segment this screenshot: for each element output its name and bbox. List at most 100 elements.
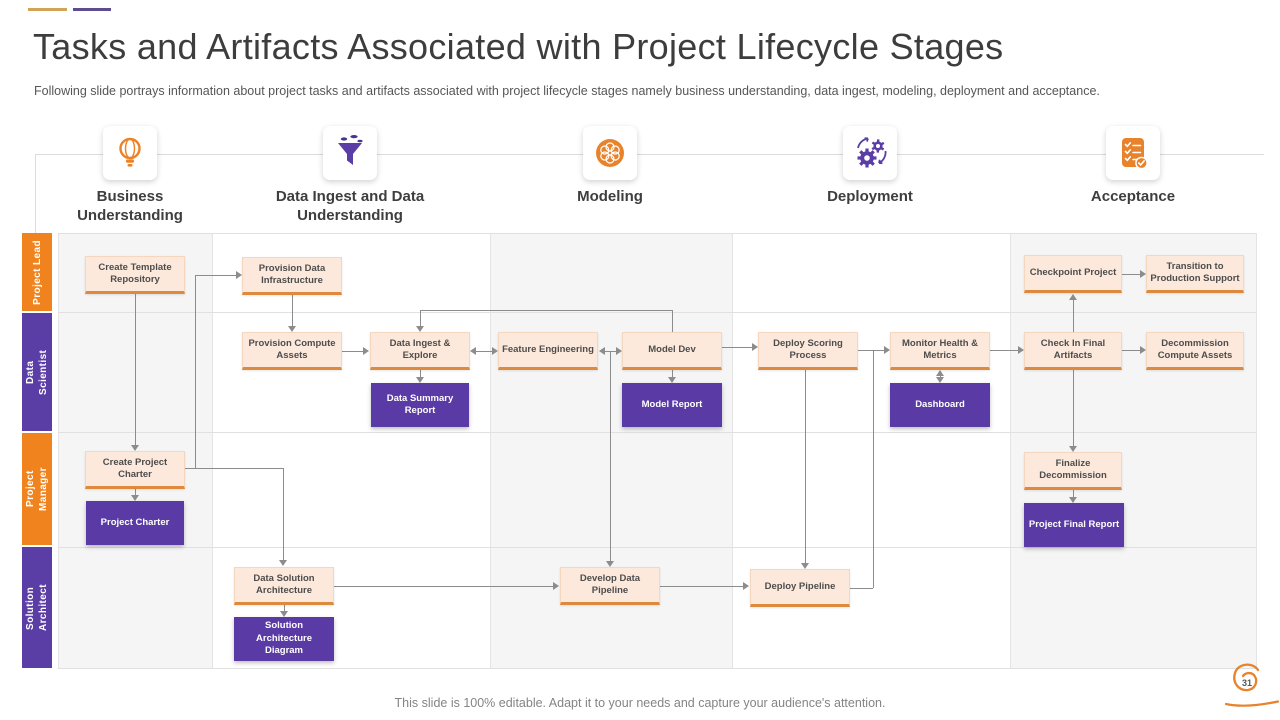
task-monitor-health-metrics[interactable]: Monitor Health & Metrics xyxy=(890,332,990,370)
stage-label-modeling: Modeling xyxy=(577,188,643,205)
role-label: Data Scientist xyxy=(25,349,49,395)
connector-line xyxy=(1073,490,1074,497)
grid-line xyxy=(732,233,733,668)
artifact-model-report[interactable]: Model Report xyxy=(622,383,722,427)
connector-arrow xyxy=(936,377,944,383)
connector-arrow xyxy=(416,377,424,383)
network-icon xyxy=(596,139,624,167)
artifact-solution-architecture-diagram[interactable]: Solution Architecture Diagram xyxy=(234,617,334,661)
header-rule-left-drop xyxy=(35,154,36,233)
grid-line xyxy=(58,432,1256,433)
connector-line xyxy=(805,370,806,563)
task-model-dev[interactable]: Model Dev xyxy=(622,332,722,370)
stage-card-data-ingest[interactable] xyxy=(323,126,377,180)
connector-line xyxy=(342,351,363,352)
connector-arrow xyxy=(801,563,809,569)
connector-arrow xyxy=(1140,270,1146,278)
connector-line xyxy=(672,370,673,378)
connector-arrow xyxy=(131,445,139,451)
task-data-solution-architecture[interactable]: Data Solution Architecture xyxy=(234,567,334,605)
task-data-ingest-explore[interactable]: Data Ingest & Explore xyxy=(370,332,470,370)
task-feature-engineering[interactable]: Feature Engineering xyxy=(498,332,598,370)
stage-card-acceptance[interactable] xyxy=(1106,126,1160,180)
task-deploy-pipeline[interactable]: Deploy Pipeline xyxy=(750,569,850,607)
connector-line xyxy=(873,350,874,588)
grid-line xyxy=(58,668,1256,669)
connector-arrow xyxy=(416,326,424,332)
gears-icon xyxy=(857,137,887,168)
logo-swirl-icon xyxy=(1224,663,1280,707)
role-solution-architect[interactable]: Solution Architect xyxy=(22,547,52,668)
connector-arrow xyxy=(280,611,288,617)
connector-arrow xyxy=(492,347,498,355)
grid-line xyxy=(58,312,1256,313)
artifact-dashboard[interactable]: Dashboard xyxy=(890,383,990,427)
lightbulb-icon xyxy=(119,137,141,167)
stage-label-business-understanding: Business Understanding xyxy=(77,188,183,224)
funnel-icon xyxy=(338,135,363,165)
connector-line xyxy=(1122,274,1140,275)
connector-line xyxy=(722,347,752,348)
page-number: 31 xyxy=(1241,678,1252,688)
connector-line xyxy=(135,489,136,495)
task-checkpoint-project[interactable]: Checkpoint Project xyxy=(1024,255,1122,293)
role-label: Project Manager xyxy=(25,467,49,511)
role-data-scientist[interactable]: Data Scientist xyxy=(22,313,52,431)
connector-arrow xyxy=(131,495,139,501)
role-project-manager[interactable]: Project Manager xyxy=(22,433,52,545)
artifact-data-summary-report[interactable]: Data Summary Report xyxy=(371,383,469,427)
task-create-project-charter[interactable]: Create Project Charter xyxy=(85,451,185,489)
task-decommission-compute-assets[interactable]: Decommission Compute Assets xyxy=(1146,332,1244,370)
task-deploy-scoring-process[interactable]: Deploy Scoring Process xyxy=(758,332,858,370)
connector-line xyxy=(940,371,941,381)
stage-card-deployment[interactable] xyxy=(843,126,897,180)
connector-arrow xyxy=(236,271,242,279)
connector-arrow xyxy=(470,347,476,355)
connector-arrow xyxy=(553,582,559,590)
connector-line xyxy=(990,350,1018,351)
connector-line xyxy=(474,351,494,352)
role-label: Solution Architect xyxy=(25,584,49,631)
stage-card-business-understanding[interactable] xyxy=(103,126,157,180)
connector-arrow xyxy=(1069,294,1077,300)
task-create-template-repository[interactable]: Create Template Repository xyxy=(85,256,185,294)
connector-line xyxy=(135,294,136,445)
task-check-in-final-artifacts[interactable]: Check In Final Artifacts xyxy=(1024,332,1122,370)
role-project-lead[interactable]: Project Lead xyxy=(22,233,52,311)
page-title: Tasks and Artifacts Associated with Proj… xyxy=(33,26,1004,67)
accent-bar-gold xyxy=(28,8,67,11)
page-subtitle: Following slide portrays information abo… xyxy=(34,84,1100,98)
connector-arrow xyxy=(936,370,944,376)
grid-line xyxy=(58,233,1256,234)
artifact-project-charter[interactable]: Project Charter xyxy=(86,501,184,545)
role-label: Project Lead xyxy=(31,239,43,305)
connector-arrow xyxy=(1069,497,1077,503)
task-transition-to-production-support[interactable]: Transition to Production Support xyxy=(1146,255,1244,293)
connector-line xyxy=(292,295,293,326)
connector-line xyxy=(283,468,284,560)
connector-arrow xyxy=(743,582,749,590)
task-finalize-decommission[interactable]: Finalize Decommission xyxy=(1024,452,1122,490)
connector-arrow xyxy=(279,560,287,566)
connector-line xyxy=(672,310,673,332)
connector-line xyxy=(195,275,236,276)
connector-line xyxy=(420,310,421,326)
task-provision-data-infrastructure[interactable]: Provision Data Infrastructure xyxy=(242,257,342,295)
artifact-project-final-report[interactable]: Project Final Report xyxy=(1024,503,1124,547)
connector-line xyxy=(195,275,196,468)
task-provision-compute-assets[interactable]: Provision Compute Assets xyxy=(242,332,342,370)
connector-line xyxy=(185,468,283,469)
header-rule xyxy=(35,154,1264,155)
connector-arrow xyxy=(1069,446,1077,452)
connector-line xyxy=(610,351,611,561)
connector-line xyxy=(420,370,421,378)
footer-note: This slide is 100% editable. Adapt it to… xyxy=(394,696,886,710)
connector-line xyxy=(284,605,285,611)
connector-line xyxy=(660,586,743,587)
connector-line xyxy=(420,310,672,311)
connector-line xyxy=(334,586,553,587)
stage-card-modeling[interactable] xyxy=(583,126,637,180)
connector-arrow xyxy=(884,346,890,354)
grid-line xyxy=(58,233,59,668)
task-develop-data-pipeline[interactable]: Develop Data Pipeline xyxy=(560,567,660,605)
